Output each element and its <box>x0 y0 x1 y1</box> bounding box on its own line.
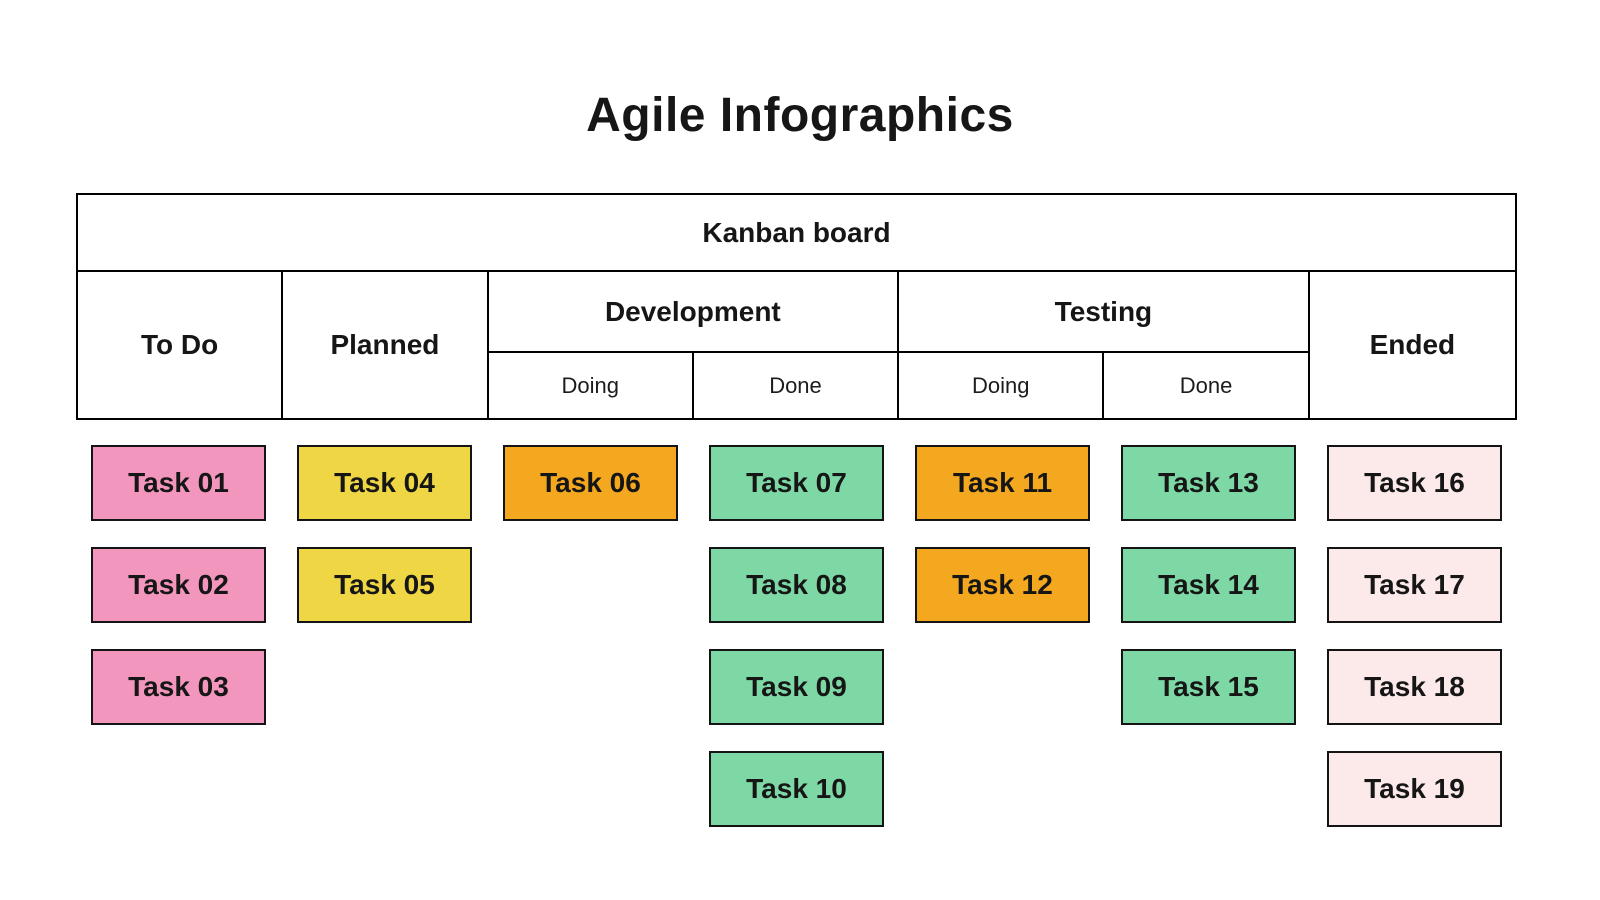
task-card: Task 07 <box>709 445 884 521</box>
task-card: Task 05 <box>297 547 472 623</box>
task-card: Task 08 <box>709 547 884 623</box>
kanban-board-table: Kanban board To Do Planned Development T… <box>76 193 1517 420</box>
task-card: Task 13 <box>1121 445 1296 521</box>
task-card: Task 03 <box>91 649 266 725</box>
column-header-testing: Testing <box>899 272 1310 353</box>
task-card: Task 01 <box>91 445 266 521</box>
task-card: Task 12 <box>915 547 1090 623</box>
page-title: Agile Infographics <box>586 89 1014 142</box>
subcolumn-header-testing-done: Done <box>1104 353 1310 418</box>
task-card: Task 16 <box>1327 445 1502 521</box>
task-card: Task 04 <box>297 445 472 521</box>
column-header-ended: Ended <box>1309 272 1515 418</box>
task-card: Task 10 <box>709 751 884 827</box>
subcolumn-header-development-done: Done <box>693 353 900 418</box>
subcolumn-header-development-doing: Doing <box>488 353 694 418</box>
column-header-development: Development <box>488 272 900 353</box>
task-card: Task 15 <box>1121 649 1296 725</box>
column-header-planned: Planned <box>283 272 489 418</box>
subcolumn-header-testing-doing: Doing <box>899 353 1105 418</box>
task-card: Task 02 <box>91 547 266 623</box>
card-column-planned: Task 04 Task 05 <box>297 445 472 649</box>
task-card: Task 18 <box>1327 649 1502 725</box>
card-column-ended: Task 16 Task 17 Task 18 Task 19 <box>1327 445 1502 853</box>
card-column-testing-doing: Task 11 Task 12 <box>915 445 1090 649</box>
task-card: Task 06 <box>503 445 678 521</box>
task-card: Task 19 <box>1327 751 1502 827</box>
task-card: Task 17 <box>1327 547 1502 623</box>
task-card: Task 14 <box>1121 547 1296 623</box>
board-title-cell: Kanban board <box>78 195 1515 272</box>
card-column-development-done: Task 07 Task 08 Task 09 Task 10 <box>709 445 884 853</box>
card-column-testing-done: Task 13 Task 14 Task 15 <box>1121 445 1296 751</box>
card-column-development-doing: Task 06 <box>503 445 678 547</box>
card-column-todo: Task 01 Task 02 Task 03 <box>91 445 266 751</box>
column-header-todo: To Do <box>78 272 284 418</box>
task-card: Task 09 <box>709 649 884 725</box>
task-card: Task 11 <box>915 445 1090 521</box>
